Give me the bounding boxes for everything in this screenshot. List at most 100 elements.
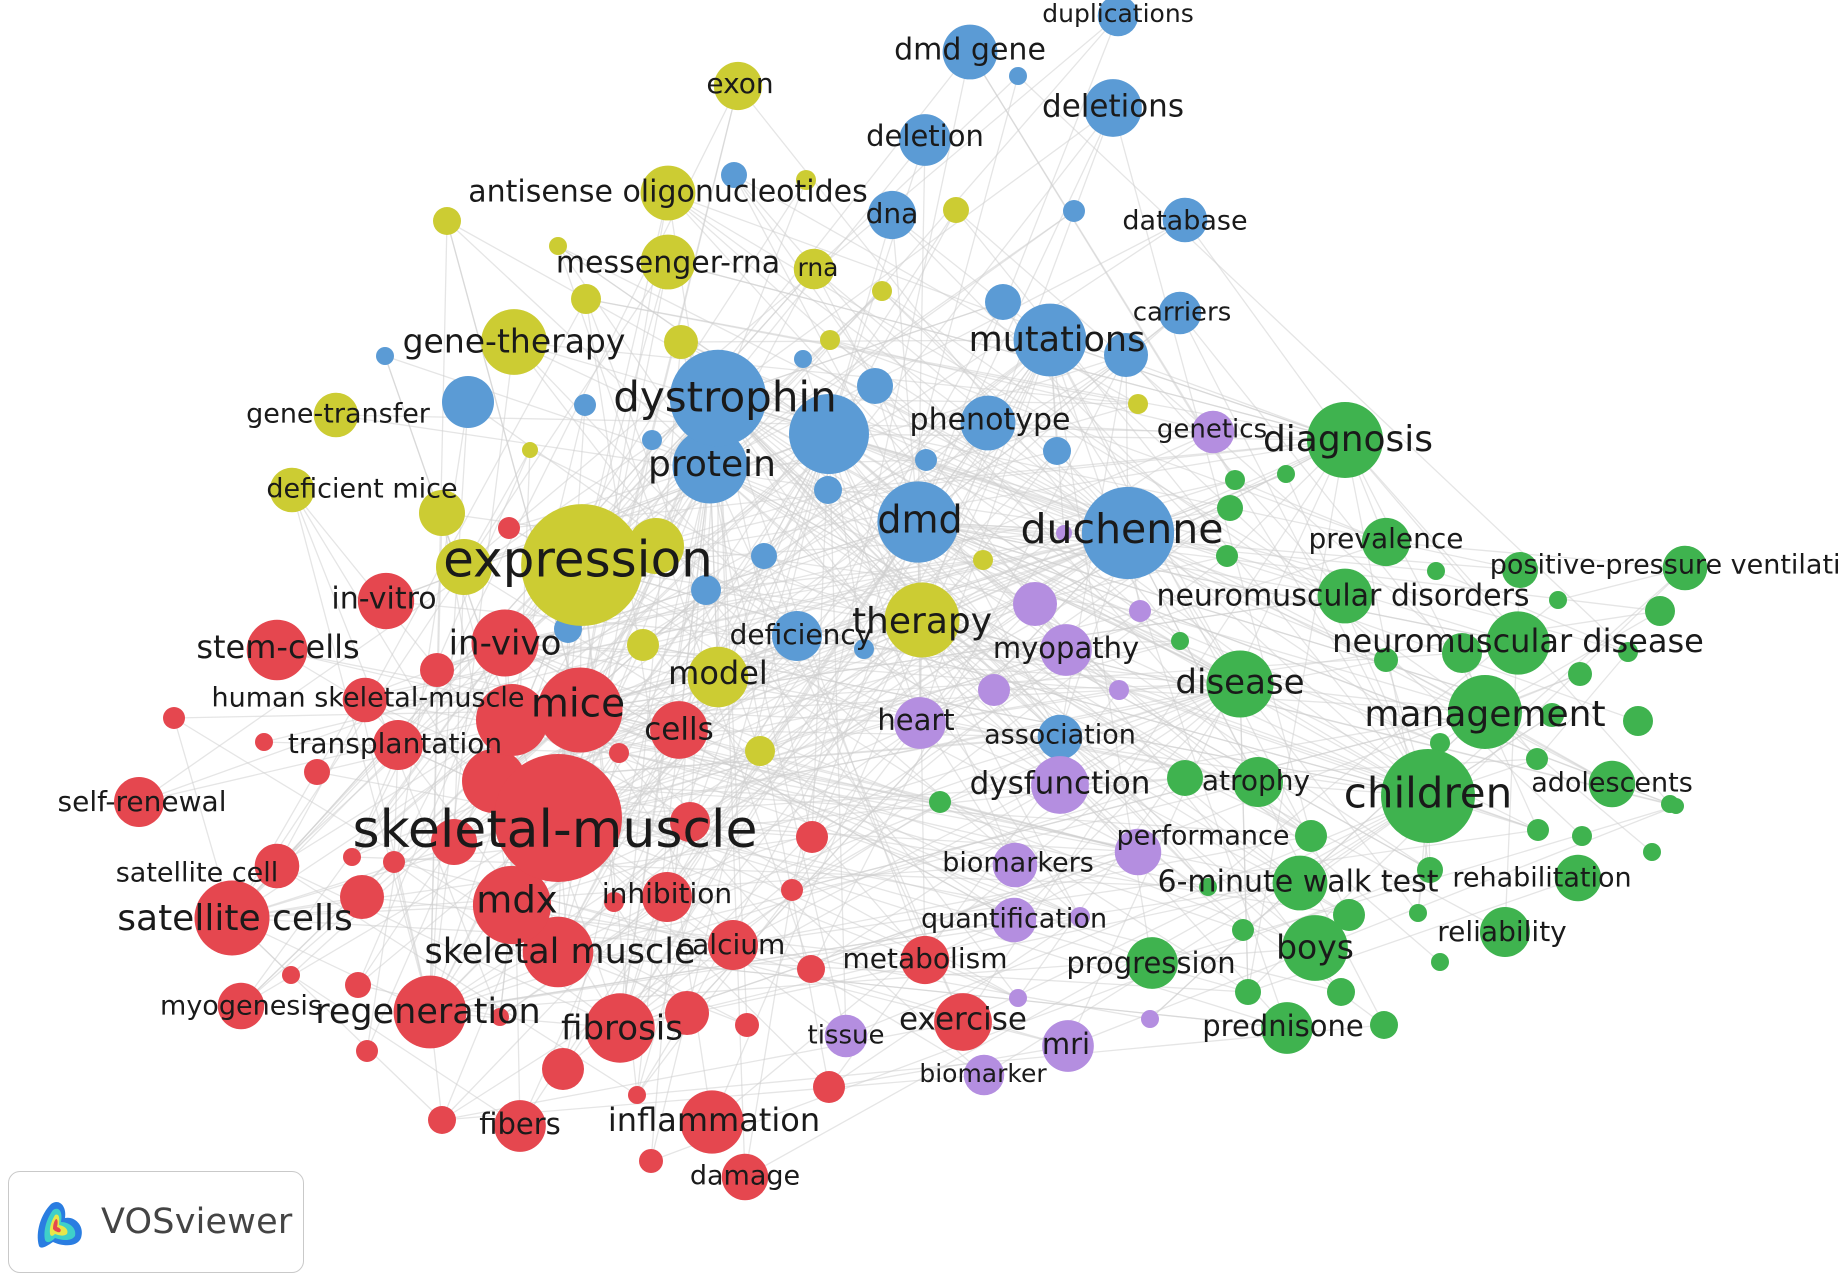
- keyword-node-stem-cells[interactable]: [246, 619, 308, 681]
- keyword-node-minor[interactable]: [1431, 953, 1449, 971]
- keyword-node-in-vitro[interactable]: [357, 572, 415, 630]
- keyword-node-minor[interactable]: [542, 1048, 584, 1090]
- keyword-node-satellite-cells[interactable]: [194, 880, 270, 956]
- keyword-node-biomarkers[interactable]: [992, 842, 1038, 888]
- keyword-node-mdx[interactable]: [472, 865, 552, 945]
- keyword-node-minor[interactable]: [1618, 642, 1638, 662]
- keyword-node-minor[interactable]: [1070, 907, 1090, 927]
- keyword-node-rna[interactable]: [793, 248, 835, 290]
- keyword-node-cells[interactable]: [650, 701, 708, 759]
- keyword-node-minor[interactable]: [1141, 1010, 1159, 1028]
- keyword-node-minor[interactable]: [1295, 820, 1327, 852]
- keyword-node-minor[interactable]: [1568, 662, 1592, 686]
- keyword-node-minor[interactable]: [498, 517, 520, 539]
- keyword-node-minor[interactable]: [670, 802, 710, 842]
- keyword-node-minor[interactable]: [1128, 394, 1148, 414]
- keyword-node-minor[interactable]: [735, 1013, 759, 1037]
- keyword-node-minor[interactable]: [781, 879, 803, 901]
- keyword-node-minor[interactable]: [929, 791, 951, 813]
- keyword-node-minor[interactable]: [1540, 703, 1564, 727]
- keyword-node-diagnosis[interactable]: [1306, 401, 1384, 479]
- keyword-node-management[interactable]: [1448, 675, 1522, 749]
- keyword-node-minor[interactable]: [813, 1071, 845, 1103]
- keyword-node-fibrosis[interactable]: [585, 993, 655, 1063]
- keyword-node-genetics[interactable]: [1191, 410, 1235, 454]
- keyword-node-minor[interactable]: [1043, 437, 1071, 465]
- keyword-node-human-skeletal-muscle[interactable]: [342, 677, 388, 723]
- keyword-node-minor[interactable]: [442, 376, 494, 428]
- keyword-node-minor[interactable]: [1217, 495, 1243, 521]
- keyword-node-positive-pressure-ventilation[interactable]: [1662, 545, 1708, 591]
- keyword-node-minor[interactable]: [1370, 1011, 1398, 1039]
- keyword-node-calcium[interactable]: [708, 920, 758, 970]
- keyword-node-boys[interactable]: [1282, 915, 1348, 981]
- keyword-node-dmd-gene[interactable]: [942, 24, 998, 80]
- keyword-node-minor[interactable]: [915, 449, 937, 471]
- keyword-node-expression[interactable]: [521, 504, 643, 626]
- keyword-node-protein[interactable]: [672, 428, 748, 504]
- keyword-node-mri[interactable]: [1042, 1020, 1094, 1072]
- keyword-node-minor[interactable]: [1409, 904, 1427, 922]
- keyword-node-heart[interactable]: [894, 697, 946, 749]
- keyword-node-minor[interactable]: [1104, 333, 1148, 377]
- keyword-node-dmd[interactable]: [877, 481, 959, 563]
- keyword-node-phenotype[interactable]: [960, 395, 1016, 451]
- keyword-node-mice[interactable]: [537, 667, 623, 753]
- keyword-node-model[interactable]: [687, 646, 749, 708]
- keyword-node-rehabilitation[interactable]: [1554, 854, 1602, 902]
- keyword-node-skeletal-muscle-2[interactable]: [522, 916, 594, 988]
- keyword-node-minor[interactable]: [433, 207, 461, 235]
- keyword-node-metabolism[interactable]: [900, 935, 950, 985]
- keyword-node-minor[interactable]: [1277, 465, 1295, 483]
- keyword-node-database[interactable]: [1162, 197, 1208, 243]
- keyword-node-regeneration[interactable]: [393, 975, 467, 1049]
- keyword-node-self-renewal[interactable]: [114, 777, 164, 827]
- keyword-node-mutations[interactable]: [1013, 303, 1087, 377]
- keyword-node-gene-transfer[interactable]: [313, 392, 359, 438]
- keyword-node-gene-therapy[interactable]: [481, 309, 547, 375]
- keyword-node-minor[interactable]: [1572, 826, 1592, 846]
- keyword-node-fibers[interactable]: [494, 1100, 546, 1152]
- keyword-node-minor[interactable]: [343, 848, 361, 866]
- keyword-node-minor[interactable]: [428, 1106, 456, 1134]
- keyword-node-minor[interactable]: [1417, 857, 1443, 883]
- keyword-node-carriers[interactable]: [1158, 291, 1202, 335]
- keyword-node-minor[interactable]: [973, 550, 993, 570]
- keyword-node-atrophy[interactable]: [1233, 757, 1283, 807]
- keyword-node-therapy[interactable]: [884, 582, 960, 658]
- keyword-node-minor[interactable]: [642, 430, 662, 450]
- keyword-node-minor[interactable]: [1013, 582, 1057, 626]
- keyword-node-adolescents[interactable]: [1588, 760, 1636, 808]
- keyword-node-minor[interactable]: [345, 972, 371, 998]
- keyword-node-minor[interactable]: [664, 325, 698, 359]
- keyword-node-minor[interactable]: [1427, 562, 1445, 580]
- keyword-node-minor[interactable]: [1109, 680, 1129, 700]
- keyword-node-minor[interactable]: [1171, 632, 1189, 650]
- keyword-node-minor[interactable]: [574, 394, 596, 416]
- keyword-node-minor[interactable]: [820, 330, 840, 350]
- keyword-node-myogenesis[interactable]: [217, 982, 265, 1030]
- keyword-node-minor[interactable]: [1167, 760, 1203, 796]
- keyword-node-minor[interactable]: [1668, 798, 1684, 814]
- keyword-node-minor[interactable]: [721, 162, 747, 188]
- keyword-node-myopathy[interactable]: [1040, 624, 1092, 676]
- keyword-node-minor[interactable]: [1374, 648, 1398, 672]
- keyword-node-exercise[interactable]: [934, 993, 992, 1051]
- keyword-node-minor[interactable]: [604, 892, 624, 912]
- keyword-node-quantification[interactable]: [991, 897, 1037, 943]
- keyword-node-minor[interactable]: [1216, 545, 1238, 567]
- keyword-node-minor[interactable]: [1502, 552, 1538, 588]
- keyword-node-6-minute-walk-test[interactable]: [1272, 855, 1328, 911]
- keyword-node-minor[interactable]: [1235, 979, 1261, 1005]
- keyword-node-deletion[interactable]: [899, 114, 951, 166]
- keyword-node-minor[interactable]: [1129, 600, 1151, 622]
- keyword-node-inhibition[interactable]: [642, 872, 692, 922]
- keyword-node-minor[interactable]: [376, 347, 394, 365]
- keyword-node-minor[interactable]: [751, 543, 777, 569]
- keyword-node-minor[interactable]: [163, 707, 185, 729]
- keyword-node-minor[interactable]: [665, 991, 709, 1035]
- keyword-node-minor[interactable]: [1327, 978, 1355, 1006]
- keyword-node-minor[interactable]: [1063, 200, 1085, 222]
- keyword-node-neuromuscular-disorders[interactable]: [1317, 568, 1373, 624]
